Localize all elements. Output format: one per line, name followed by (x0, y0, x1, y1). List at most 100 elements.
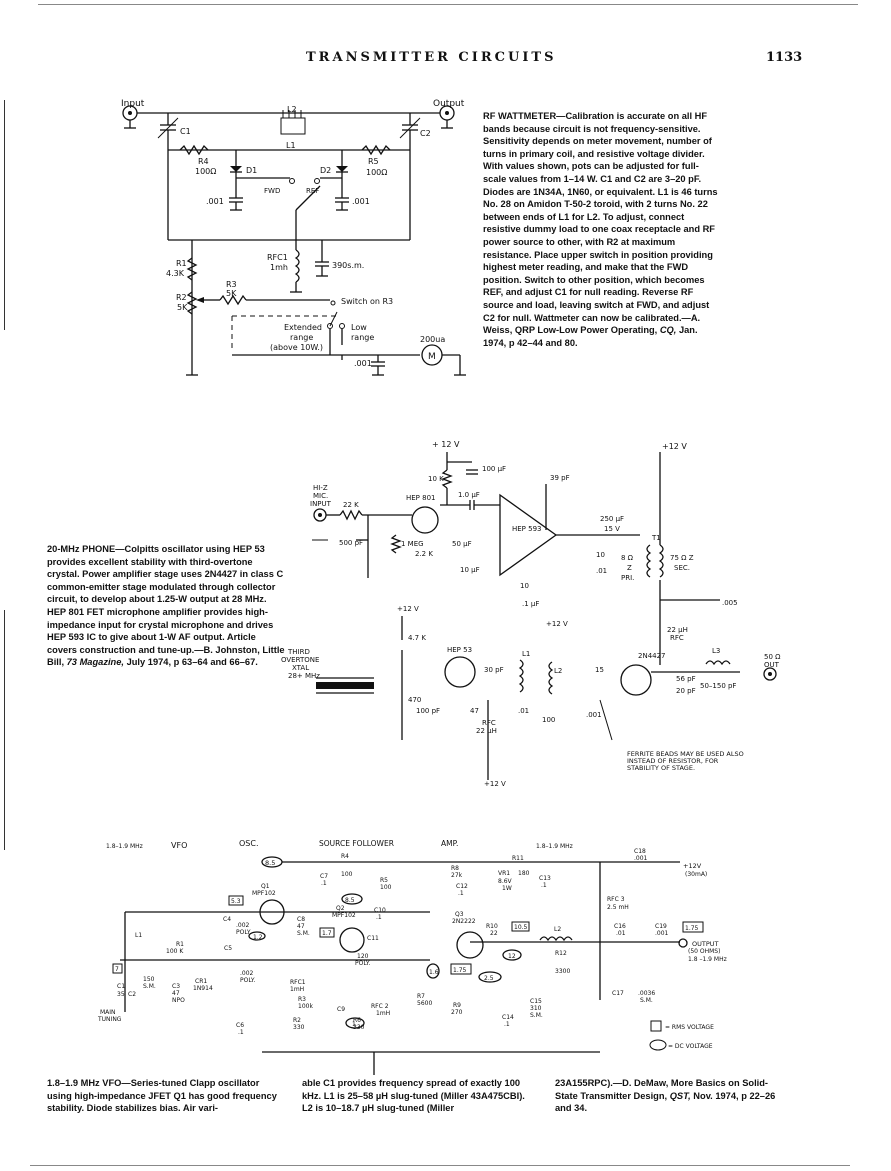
schematic-label: HEP 593 (512, 525, 542, 533)
rms-legend-box (650, 1020, 662, 1032)
schematic-label: 1.7 (322, 930, 332, 937)
schematic-label: R4 (198, 157, 209, 166)
schematic-label: 100 (341, 871, 353, 878)
resistor-r2 (186, 291, 198, 315)
transformer-t1 (646, 544, 652, 578)
schematic-label: 1mh (270, 263, 288, 272)
schematic-label: C4 (223, 916, 231, 923)
caption-20mhz-phone: 20-MHz PHONE—Colpitts oscillator using H… (47, 544, 285, 668)
schematic-label: C2 (128, 991, 136, 998)
caption-vfo-col3: 23A155RPC).—D. DeMaw, More Basics on Sol… (555, 1078, 776, 1114)
scan-edge-line (4, 610, 5, 850)
diode-d1 (230, 166, 242, 172)
schematic-label: 3300 (555, 968, 570, 975)
schematic-label: R3 (226, 280, 237, 289)
schematic-label: .1 (321, 880, 327, 887)
schematic-label: Low (351, 323, 367, 332)
schematic-label: 330 (293, 1024, 305, 1031)
schematic-label: R2 (293, 1017, 301, 1024)
schematic-label: NPO (172, 997, 185, 1004)
schematic-label: M (428, 352, 436, 362)
schematic-label: 1.8–1.9 MHz (536, 843, 573, 850)
caption-vfo-col1: 1.8–1.9 MHz VFO—Series-tuned Clapp oscil… (47, 1078, 277, 1114)
q1-jfet (259, 899, 285, 925)
schematic-label: 39 pF (550, 474, 570, 482)
schematic-label: 5600 (417, 1000, 432, 1007)
schematic-label: .001 (634, 855, 648, 862)
schematic-label: RFC 3 (607, 896, 625, 903)
schematic-label: .1 (376, 914, 382, 921)
label-l1: L1 (286, 141, 296, 150)
schematic-label: 27k (451, 872, 463, 879)
schematic-label: 2N4427 (638, 652, 666, 660)
schematic-label: 270 (451, 1009, 463, 1016)
schematic-label: OVERTONE (281, 656, 319, 664)
schematic-label: R7 (417, 993, 425, 1000)
schematic-label: +12 V (484, 780, 506, 788)
schematic-label: .01 (596, 567, 607, 575)
schematic-label: +12 V (546, 620, 568, 628)
schematic-label: 100 (380, 884, 392, 891)
schematic-label: C11 (367, 935, 379, 942)
schematic-label: .1 µF (522, 600, 539, 608)
schematic-label: R1 (176, 259, 187, 268)
q3-transistor (456, 931, 484, 959)
schematic-label: +12V (683, 862, 702, 870)
caption-vfo-col2: able C1 provides frequency spread of exa… (302, 1078, 525, 1114)
schematic-label: MIC. (313, 492, 328, 500)
schematic-label: R11 (512, 855, 524, 862)
schematic-label: 310 (530, 1005, 542, 1012)
schematic-label: +12 V (397, 605, 419, 613)
schematic-label: C7 (320, 873, 328, 880)
schematic-label: RFC 2 (371, 1003, 389, 1010)
dc-legend-oval (649, 1039, 667, 1051)
schematic-label: POLY. (240, 977, 255, 984)
schematic-label: 1.8 –1.9 MHz (688, 956, 727, 963)
schematic-label: R3 (298, 996, 306, 1003)
schematic-label: FERRITE BEADS MAY BE USED ALSO (627, 750, 744, 758)
schematic-label: range (351, 333, 374, 342)
schematic-label: 50 µF (452, 540, 472, 548)
schematic-label: THIRD (287, 648, 310, 656)
schematic-label: .01 (518, 707, 529, 715)
schematic-label: C12 (456, 883, 468, 890)
schematic-label: 470 (408, 696, 421, 704)
schematic-label: 390s.m. (332, 261, 364, 270)
schematic-label: OUT (764, 661, 780, 669)
2n4427-transistor (620, 664, 652, 696)
schematic-label: MAIN (100, 1009, 116, 1016)
schematic-label: 8.6V (498, 878, 513, 885)
crystal (316, 682, 374, 689)
schematic-label: T1 (651, 534, 661, 542)
schematic-label: 47 (297, 923, 305, 930)
schematic-label: 10 (520, 582, 529, 590)
schematic-label: Extended (284, 323, 322, 332)
schematic-label: 1W (502, 885, 512, 892)
schematic-label: 1.75 (685, 925, 699, 932)
schematic-label: L2 (554, 926, 561, 933)
schematic-label: 100 µF (482, 465, 506, 473)
schematic-label: RFC (482, 719, 496, 727)
schematic-label: 50 Ω (764, 653, 781, 661)
schematic-label: +12 V (662, 442, 687, 451)
schematic-label: 4.7 K (408, 634, 426, 642)
schematic-label: C13 (539, 875, 551, 882)
schematic-label: OSC. (239, 839, 259, 848)
schematic-label: RFC1 (267, 253, 288, 262)
label-input: Input (121, 99, 145, 109)
schematic-label: 330 (353, 1024, 365, 1031)
q2-jfet (339, 927, 365, 953)
schematic-label: HEP 801 (406, 494, 436, 502)
schematic-label: R5 (380, 877, 388, 884)
resistor-r5 (361, 144, 391, 156)
schematic-label: 100 pF (416, 707, 440, 715)
schematic-label: POLY. (236, 929, 251, 936)
schematic-label: .01 (616, 930, 626, 937)
schematic-label: L3 (712, 647, 720, 655)
fwd-ref-switch (295, 185, 321, 211)
schematic-label: 150 (143, 976, 155, 983)
schematic-label: C1 (117, 983, 125, 990)
schematic-label: .001 (586, 711, 602, 719)
schematic-label: 1.0 µF (458, 491, 480, 499)
schematic-label: L2 (554, 667, 562, 675)
